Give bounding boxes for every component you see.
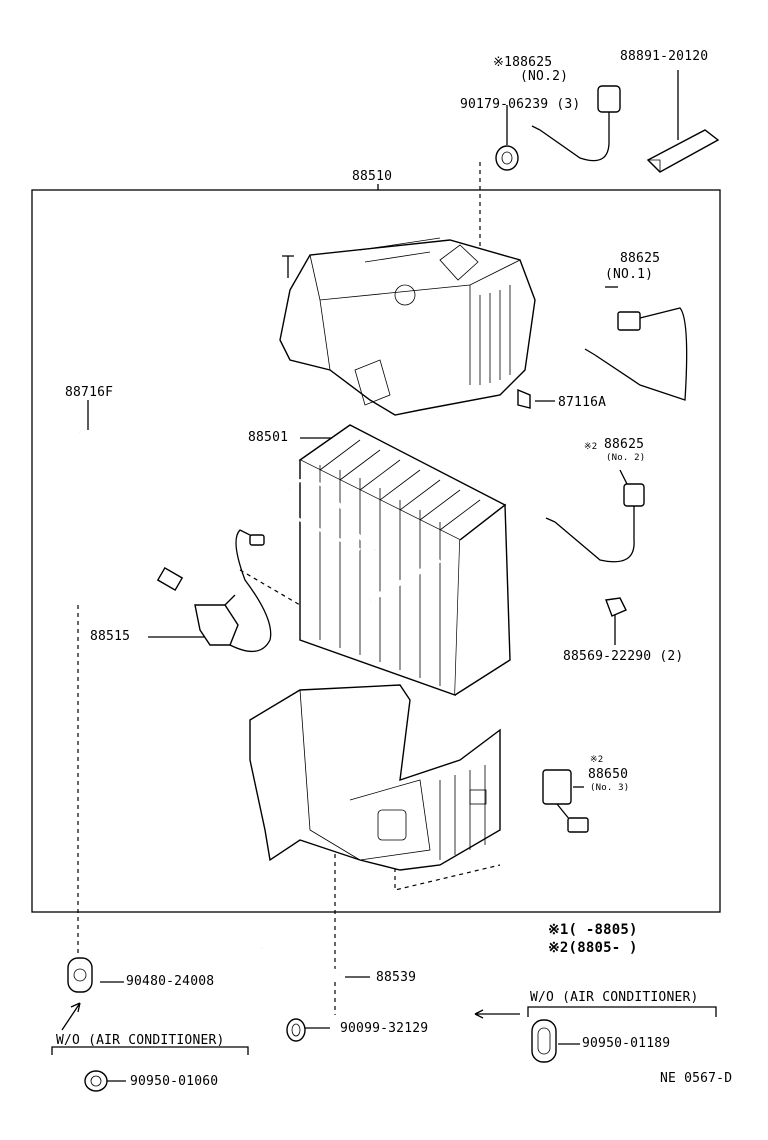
tape-88891 [646,70,720,173]
label-90179: 90179-06239 (3) [460,97,581,112]
label-88650-mark: ※2 [590,755,604,765]
label-90099: 90099-32129 [340,1021,429,1036]
label-88625-no2-mid: 88625 [604,437,645,452]
label-88625-no2-top: ※188625 [493,55,553,70]
label-90480: 90480-24008 [126,974,215,989]
note-wo-ac-left: W/O (AIR CONDITIONER) [56,1033,225,1048]
label-88515: 88515 [90,629,131,644]
expansion-valve [194,529,272,652]
upper-case [279,237,536,416]
connector-88625-no2-mid [545,483,645,563]
label-88650: 88650 [588,767,629,782]
label-88650-sub: (No. 3) [590,783,630,793]
connector-88625-no1 [584,307,688,401]
note-wo-ac-right: W/O (AIR CONDITIONER) [530,990,699,1005]
plug-90950-01189 [531,1019,557,1063]
label-88625-no1: 88625 [620,251,661,266]
screw [282,255,294,278]
label-88569: 88569-22290 (2) [563,649,684,664]
legend-line-2: ※2(8805- ) [548,940,638,956]
assembly-frame [31,189,721,913]
label-88625-no1-sub: (NO.1) [605,267,654,282]
label-90950-01189: 90950-01189 [582,1036,671,1051]
label-88510: 88510 [352,169,393,184]
clip-90179 [495,145,519,171]
label-88891: 88891-20120 [620,49,709,64]
clip-88569 [605,597,627,617]
label-88625-no2-mid-sub: (No. 2) [606,453,646,463]
connector-88625-no2-top [531,85,621,162]
label-88501: 88501 [248,430,289,445]
evaporator [239,424,511,696]
label-88625-no2-top-sub: (NO.2) [520,69,569,84]
sensor-88650 [542,769,589,833]
label-88716f: 88716F [65,385,114,400]
pipe-88716f [79,430,184,592]
drawing-code: NE 0567-D [660,1071,733,1086]
lower-case [249,684,501,871]
ring-90099 [286,1018,306,1042]
label-90950-01060: 90950-01060 [130,1074,219,1089]
plug-90950-01060 [84,1070,108,1092]
label-87116a: 87116A [558,395,607,410]
clip-87116a [517,388,531,409]
legend-line-1: ※1( -8805) [548,922,638,938]
grommet-90480 [67,957,93,993]
label-88625-no2-mid-mark: ※2 [584,442,598,452]
label-88539: 88539 [376,970,417,985]
drain-hose-88539 [259,939,342,980]
